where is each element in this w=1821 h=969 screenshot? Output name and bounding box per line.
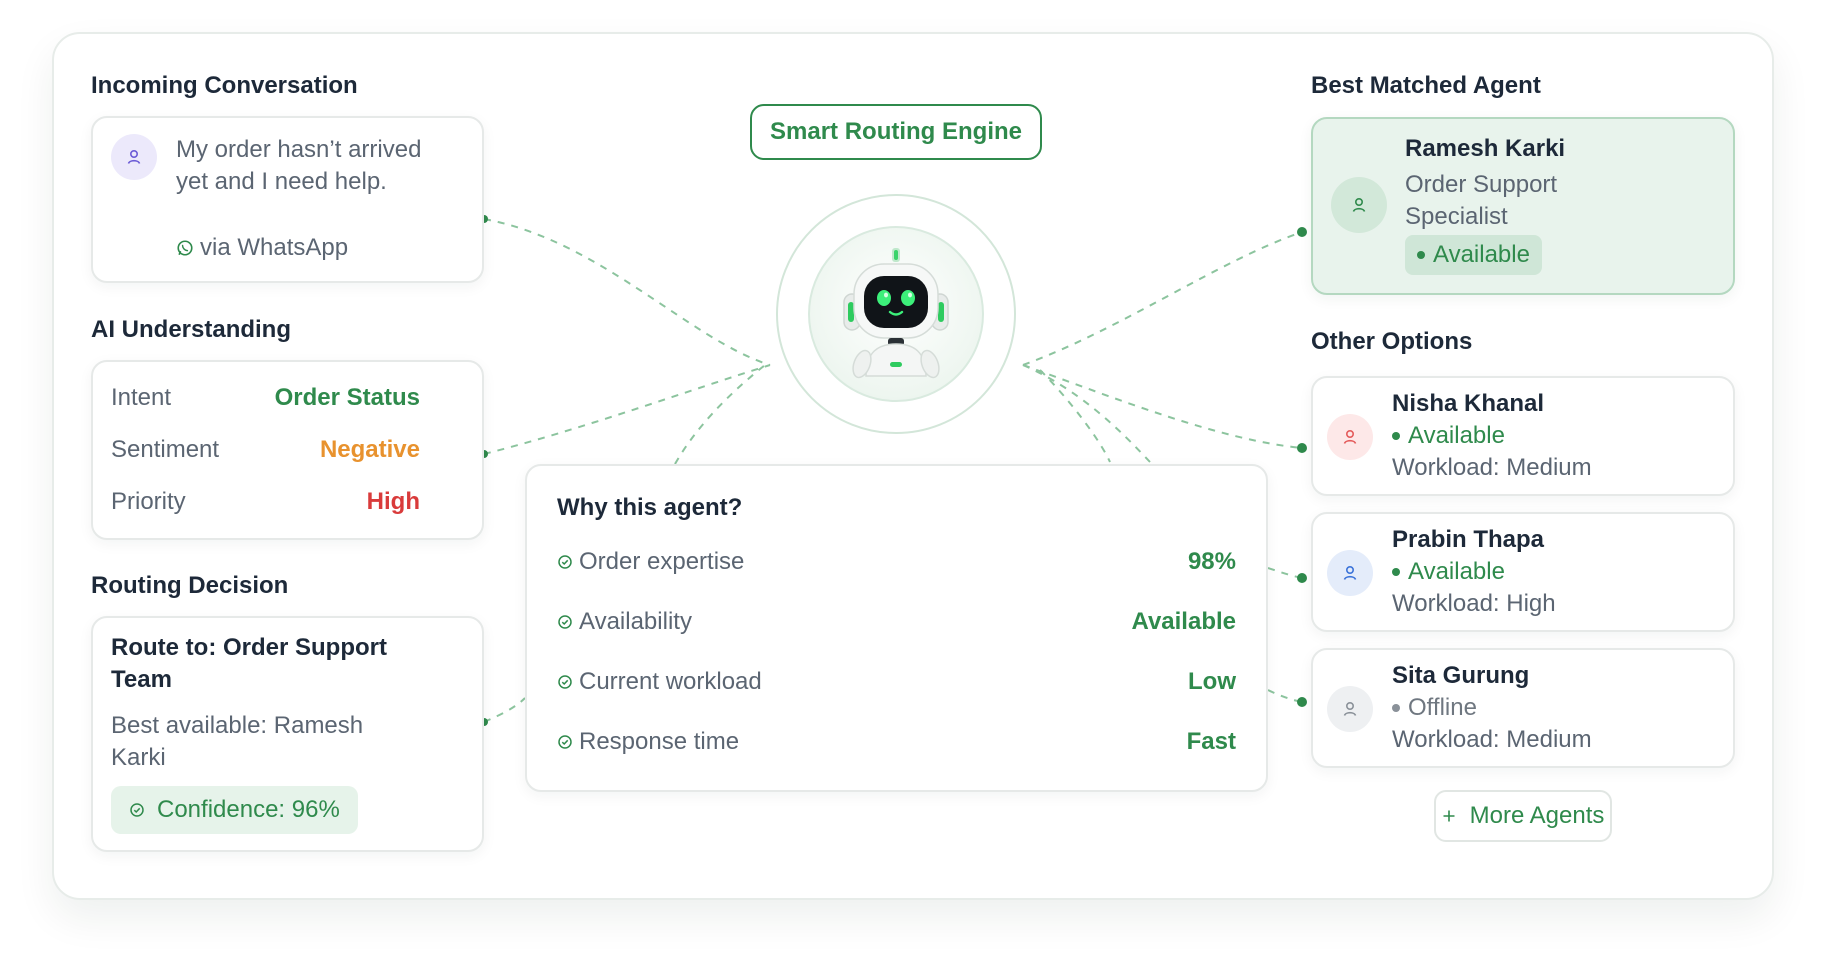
smart-routing-engine-badge: Smart Routing Engine: [750, 104, 1042, 160]
why-key: Availability: [557, 608, 692, 636]
why-key: Order expertise: [557, 548, 744, 576]
agent-status-label: Available: [1408, 558, 1505, 585]
why-key-label: Response time: [579, 728, 740, 755]
user-icon: [1343, 701, 1357, 716]
user-icon: [1343, 565, 1357, 580]
best-agent-card[interactable]: Ramesh Karki Order Support Specialist Av…: [1311, 117, 1735, 295]
customer-avatar: [111, 134, 157, 180]
agent-name: Sita Gurung: [1392, 662, 1530, 689]
status-dot: [1392, 568, 1400, 576]
best-agent-status-label: Available: [1433, 241, 1530, 268]
ai-value-intent: Order Status: [274, 384, 420, 411]
ai-card: Intent Order Status Sentiment Negative P…: [91, 360, 484, 540]
why-row-response: Response time Fast: [557, 728, 1236, 756]
agent-workload: Workload: Medium: [1392, 454, 1592, 481]
agent-status: Offline: [1392, 694, 1477, 722]
best-title: Best Matched Agent: [1311, 72, 1541, 99]
why-key: Current workload: [557, 668, 762, 696]
best-agent-avatar: [1331, 177, 1387, 233]
why-card: Why this agent? Order expertise 98% Avai…: [525, 464, 1268, 792]
check-circle-icon: [130, 803, 144, 817]
why-key-label: Current workload: [579, 668, 762, 695]
ai-value-sentiment: Negative: [319, 436, 420, 463]
why-value: Fast: [1186, 728, 1236, 755]
ai-key: Intent: [111, 384, 172, 411]
why-key-label: Order expertise: [579, 548, 745, 575]
agent-status: Available: [1392, 422, 1505, 450]
best-agent-name: Ramesh Karki: [1405, 135, 1566, 162]
ai-row-sentiment: Sentiment Negative: [111, 436, 420, 464]
incoming-channel-label: via WhatsApp: [200, 234, 349, 261]
plus-icon: [1443, 810, 1455, 822]
incoming-message: My order hasn’t arrived yet and I need h…: [176, 136, 422, 195]
agent-card-sita[interactable]: Sita Gurung Offline Workload: Medium: [1311, 648, 1735, 768]
agent-avatar: [1327, 414, 1373, 460]
why-value: 98%: [1187, 548, 1236, 575]
agent-name: Prabin Thapa: [1392, 526, 1545, 553]
more-agents-button[interactable]: More Agents: [1434, 790, 1612, 842]
why-row-availability: Availability Available: [557, 608, 1236, 636]
check-circle-icon: [558, 735, 572, 749]
why-key-label: Availability: [579, 608, 692, 635]
ai-key: Sentiment: [111, 436, 220, 463]
ai-row-priority: Priority High: [111, 488, 420, 516]
whatsapp-icon: [177, 240, 193, 256]
route-target: Route to: Order Support Team: [111, 634, 387, 693]
agent-status: Available: [1392, 558, 1505, 586]
more-agents-label: More Agents: [1469, 802, 1605, 829]
routing-title: Routing Decision: [91, 572, 289, 599]
ai-row-intent: Intent Order Status: [111, 384, 420, 412]
user-icon: [1343, 429, 1357, 444]
agent-status-label: Offline: [1408, 694, 1477, 721]
others-title: Other Options: [1311, 328, 1473, 355]
status-dot: [1417, 251, 1425, 259]
why-value: Low: [1188, 668, 1236, 695]
best-agent-status: Available: [1405, 235, 1542, 275]
route-best-available: Best available: Ramesh Karki: [111, 712, 364, 771]
why-title: Why this agent?: [557, 494, 743, 521]
check-circle-icon: [558, 555, 572, 569]
incoming-channel: via WhatsApp: [176, 234, 348, 262]
ai-value-priority: High: [366, 488, 420, 515]
why-value: Available: [1131, 608, 1237, 635]
agent-workload: Workload: Medium: [1392, 726, 1592, 753]
ai-key: Priority: [111, 488, 186, 515]
agent-card-nisha[interactable]: Nisha Khanal Available Workload: Medium: [1311, 376, 1735, 496]
user-icon: [1352, 197, 1366, 212]
agent-status-label: Available: [1408, 422, 1505, 449]
confidence-label: Confidence: 96%: [157, 796, 340, 823]
routing-card: Route to: Order Support Team Best availa…: [91, 616, 484, 852]
agent-workload: Workload: High: [1392, 590, 1556, 617]
user-icon: [127, 149, 141, 164]
status-dot: [1392, 432, 1400, 440]
best-agent-role: Order Support Specialist: [1405, 171, 1558, 230]
agent-card-prabin[interactable]: Prabin Thapa Available Workload: High: [1311, 512, 1735, 632]
why-row-workload: Current workload Low: [557, 668, 1236, 696]
robot-icon: [843, 248, 949, 379]
incoming-title: Incoming Conversation: [91, 72, 358, 99]
incoming-card: My order hasn’t arrived yet and I need h…: [91, 116, 484, 283]
confidence-badge: Confidence: 96%: [111, 786, 358, 834]
why-key: Response time: [557, 728, 739, 756]
check-circle-icon: [558, 615, 572, 629]
agent-avatar: [1327, 686, 1373, 732]
agent-name: Nisha Khanal: [1392, 390, 1545, 417]
status-dot: [1392, 704, 1400, 712]
ai-title: AI Understanding: [91, 316, 292, 343]
agent-avatar: [1327, 550, 1373, 596]
check-circle-icon: [558, 675, 572, 689]
why-row-expertise: Order expertise 98%: [557, 548, 1236, 576]
